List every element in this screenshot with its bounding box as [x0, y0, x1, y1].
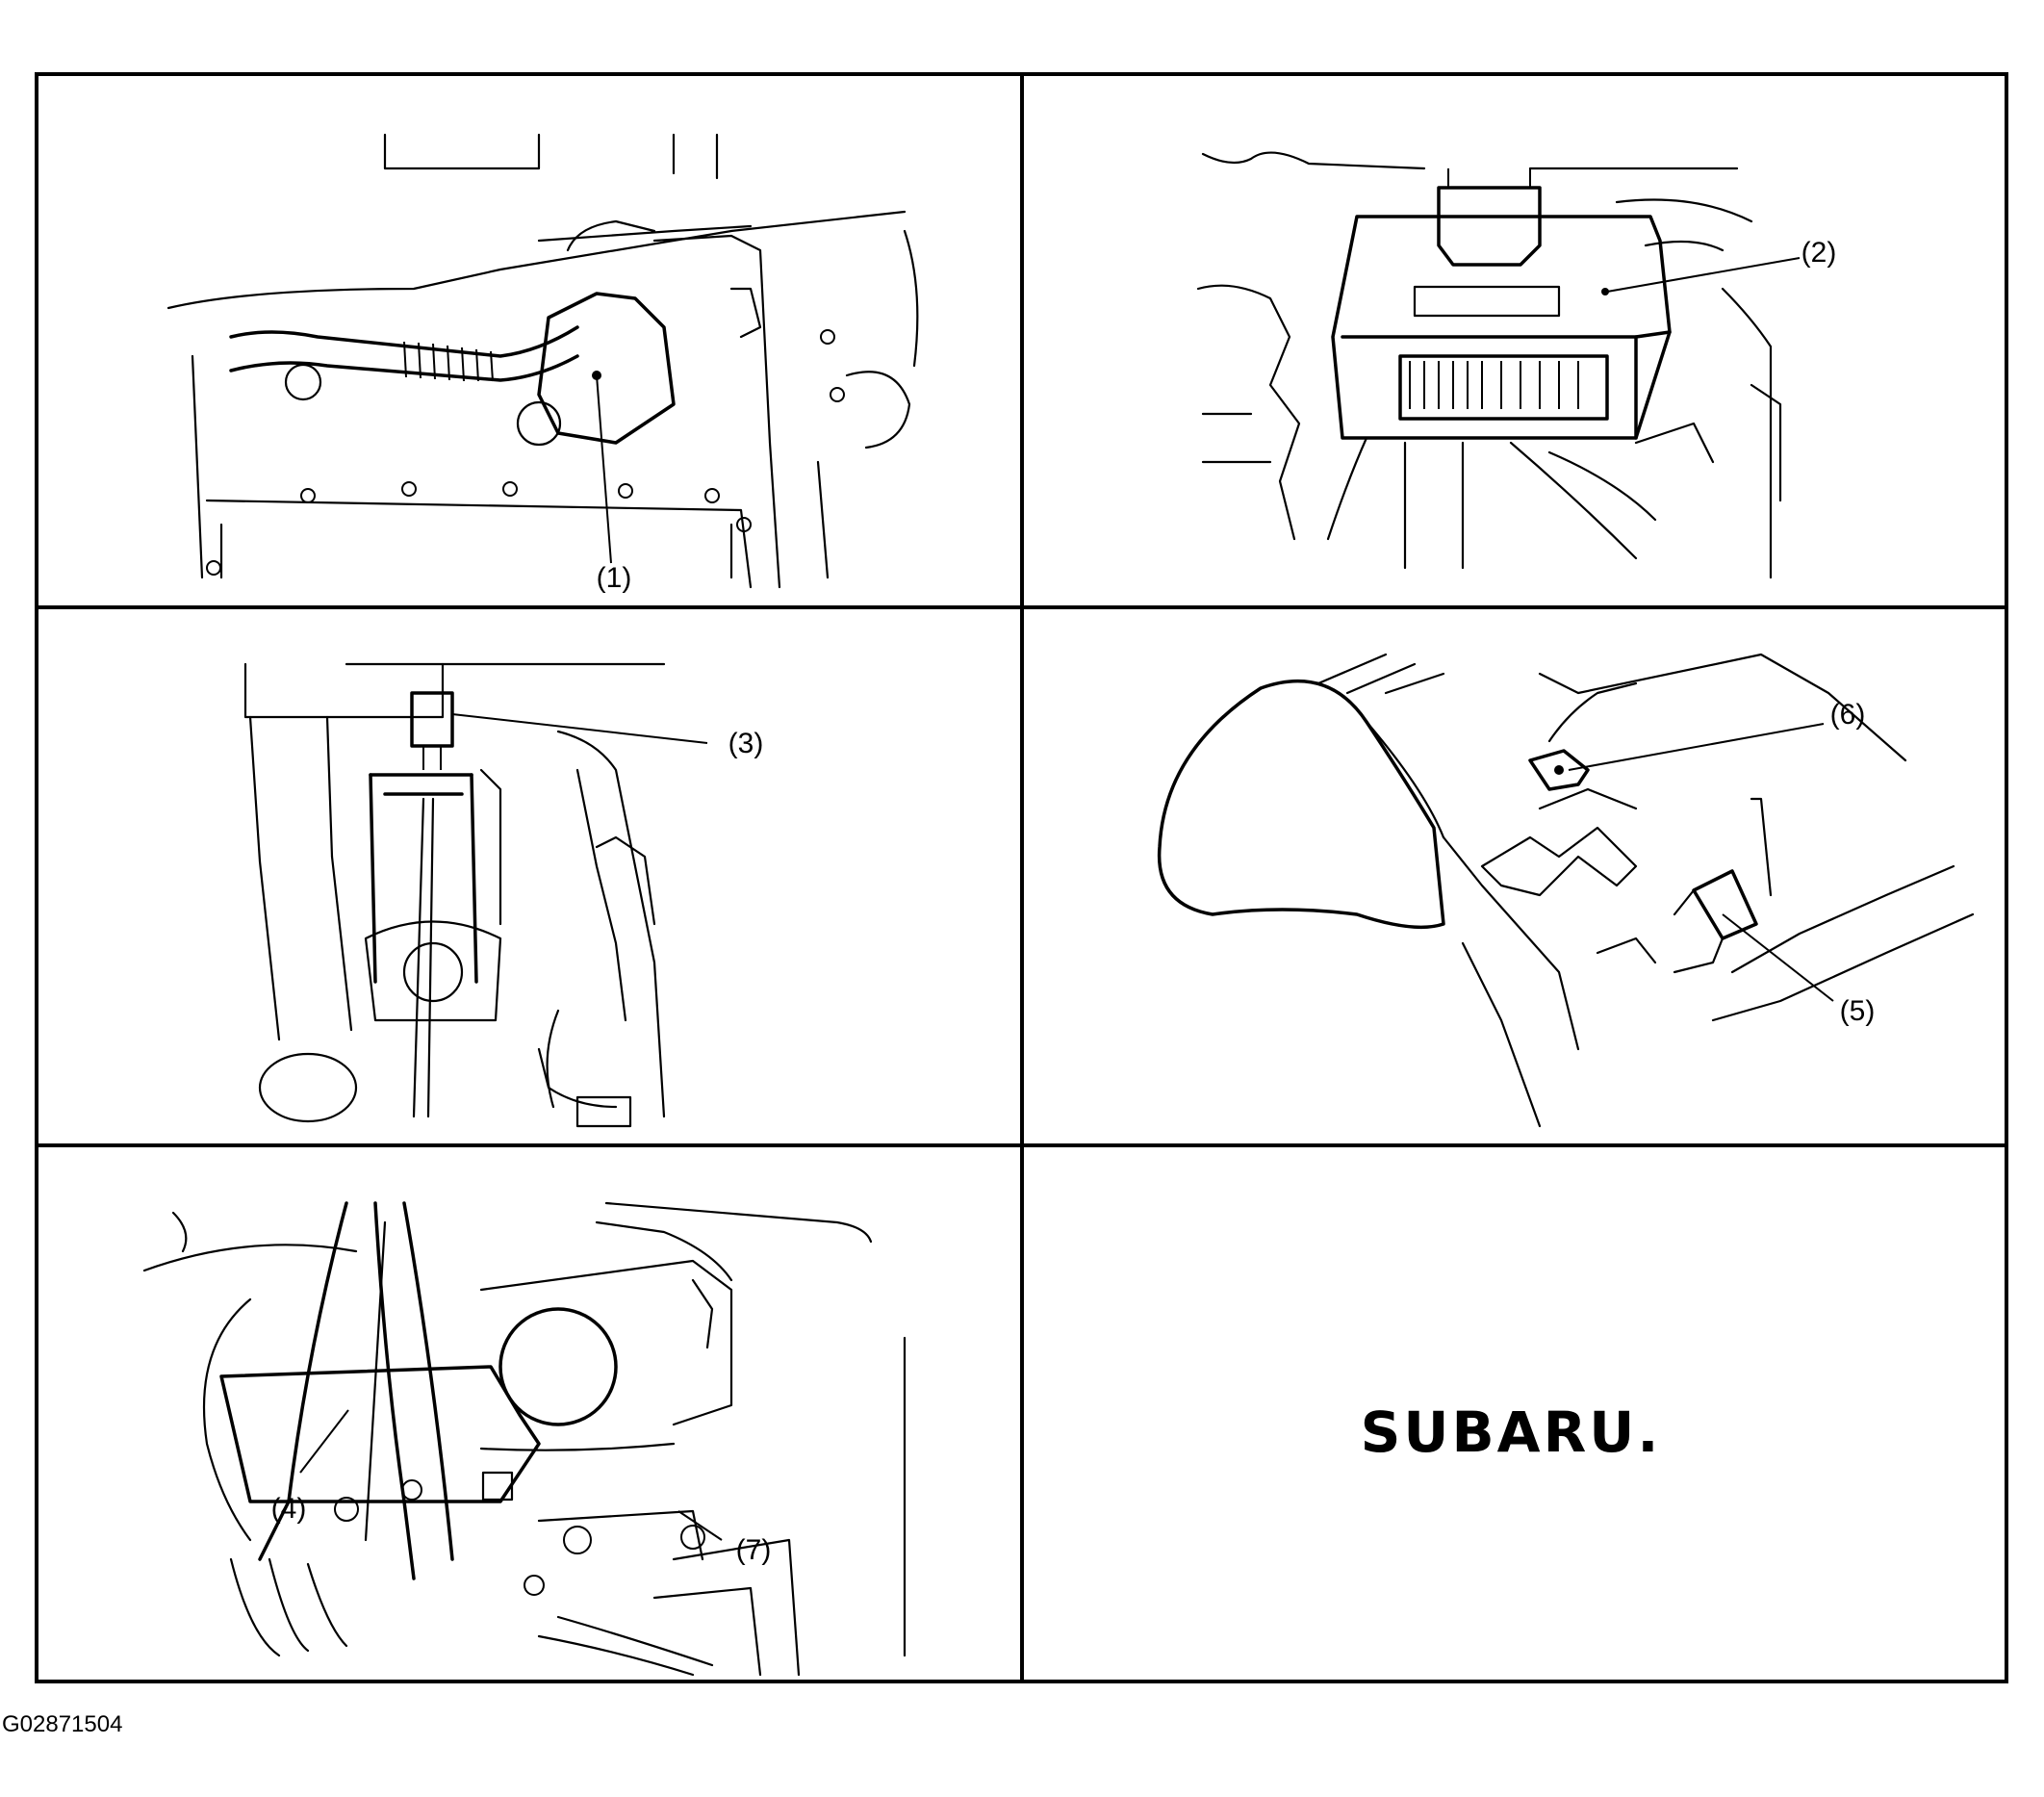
- subaru-logo: SUBARU.: [1361, 1399, 1662, 1465]
- panel-6-brand-logo: SUBARU.: [1361, 1399, 1662, 1465]
- callout-7-label: (7): [736, 1534, 772, 1566]
- panel-5-inhibitor-switch: (4) (7): [142, 1201, 907, 1677]
- callout-6-label: (6): [1830, 699, 1866, 731]
- callout-2-label: (2): [1801, 237, 1837, 269]
- panel-1-transmission-harness: (1): [166, 133, 919, 594]
- panel-3-shift-mechanism: (3): [243, 662, 764, 1128]
- panel-grid: [35, 72, 2008, 1683]
- callout-3-label: (3): [728, 728, 764, 759]
- callout-4-label: (4): [271, 1493, 307, 1525]
- panel-2-control-module: (2): [1196, 151, 1837, 579]
- callout-1-label: (1): [597, 562, 632, 594]
- panel-4-shift-knob-selector: (6) (5): [1157, 653, 1975, 1128]
- callout-5-label: (5): [1840, 995, 1876, 1027]
- figure-id: G02871504: [2, 1711, 123, 1737]
